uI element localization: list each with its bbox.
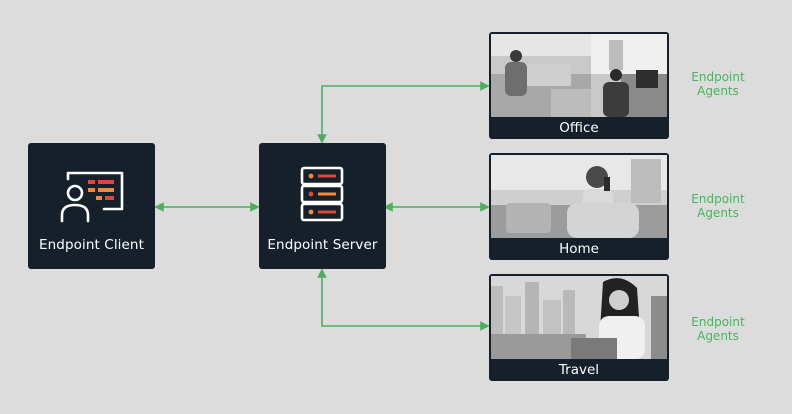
home-photo (491, 155, 667, 238)
home-agents-label: Endpoint Agents (691, 192, 745, 220)
endpoint-client-label: Endpoint Client (39, 237, 144, 253)
home-card: Home (489, 153, 669, 260)
office-card: Office (489, 32, 669, 139)
arrowhead-up (317, 268, 327, 278)
arrowhead-left (154, 202, 164, 212)
arrowhead-down (317, 134, 327, 144)
travel-card: Travel (489, 274, 669, 381)
office-agents-label: Endpoint Agents (691, 70, 745, 98)
arrowhead-right (480, 202, 490, 212)
travel-agents-label: Endpoint Agents (691, 315, 745, 343)
endpoint-server-box: Endpoint Server (259, 143, 386, 269)
travel-label: Travel (558, 362, 600, 378)
user-dashboard-icon (58, 167, 126, 223)
endpoint-client-box: Endpoint Client (28, 143, 155, 269)
arrowhead-left (383, 202, 393, 212)
office-label: Office (559, 120, 599, 136)
arrowhead-right (480, 321, 490, 331)
arrowhead-right (480, 81, 490, 91)
travel-photo (491, 276, 667, 359)
endpoint-server-label: Endpoint Server (267, 237, 378, 253)
office-photo (491, 34, 667, 117)
home-label: Home (559, 241, 599, 257)
connector-server-travel (321, 276, 482, 327)
connector-server-office (321, 85, 482, 136)
server-rack-icon (298, 165, 346, 223)
arrowhead-right (250, 202, 260, 212)
